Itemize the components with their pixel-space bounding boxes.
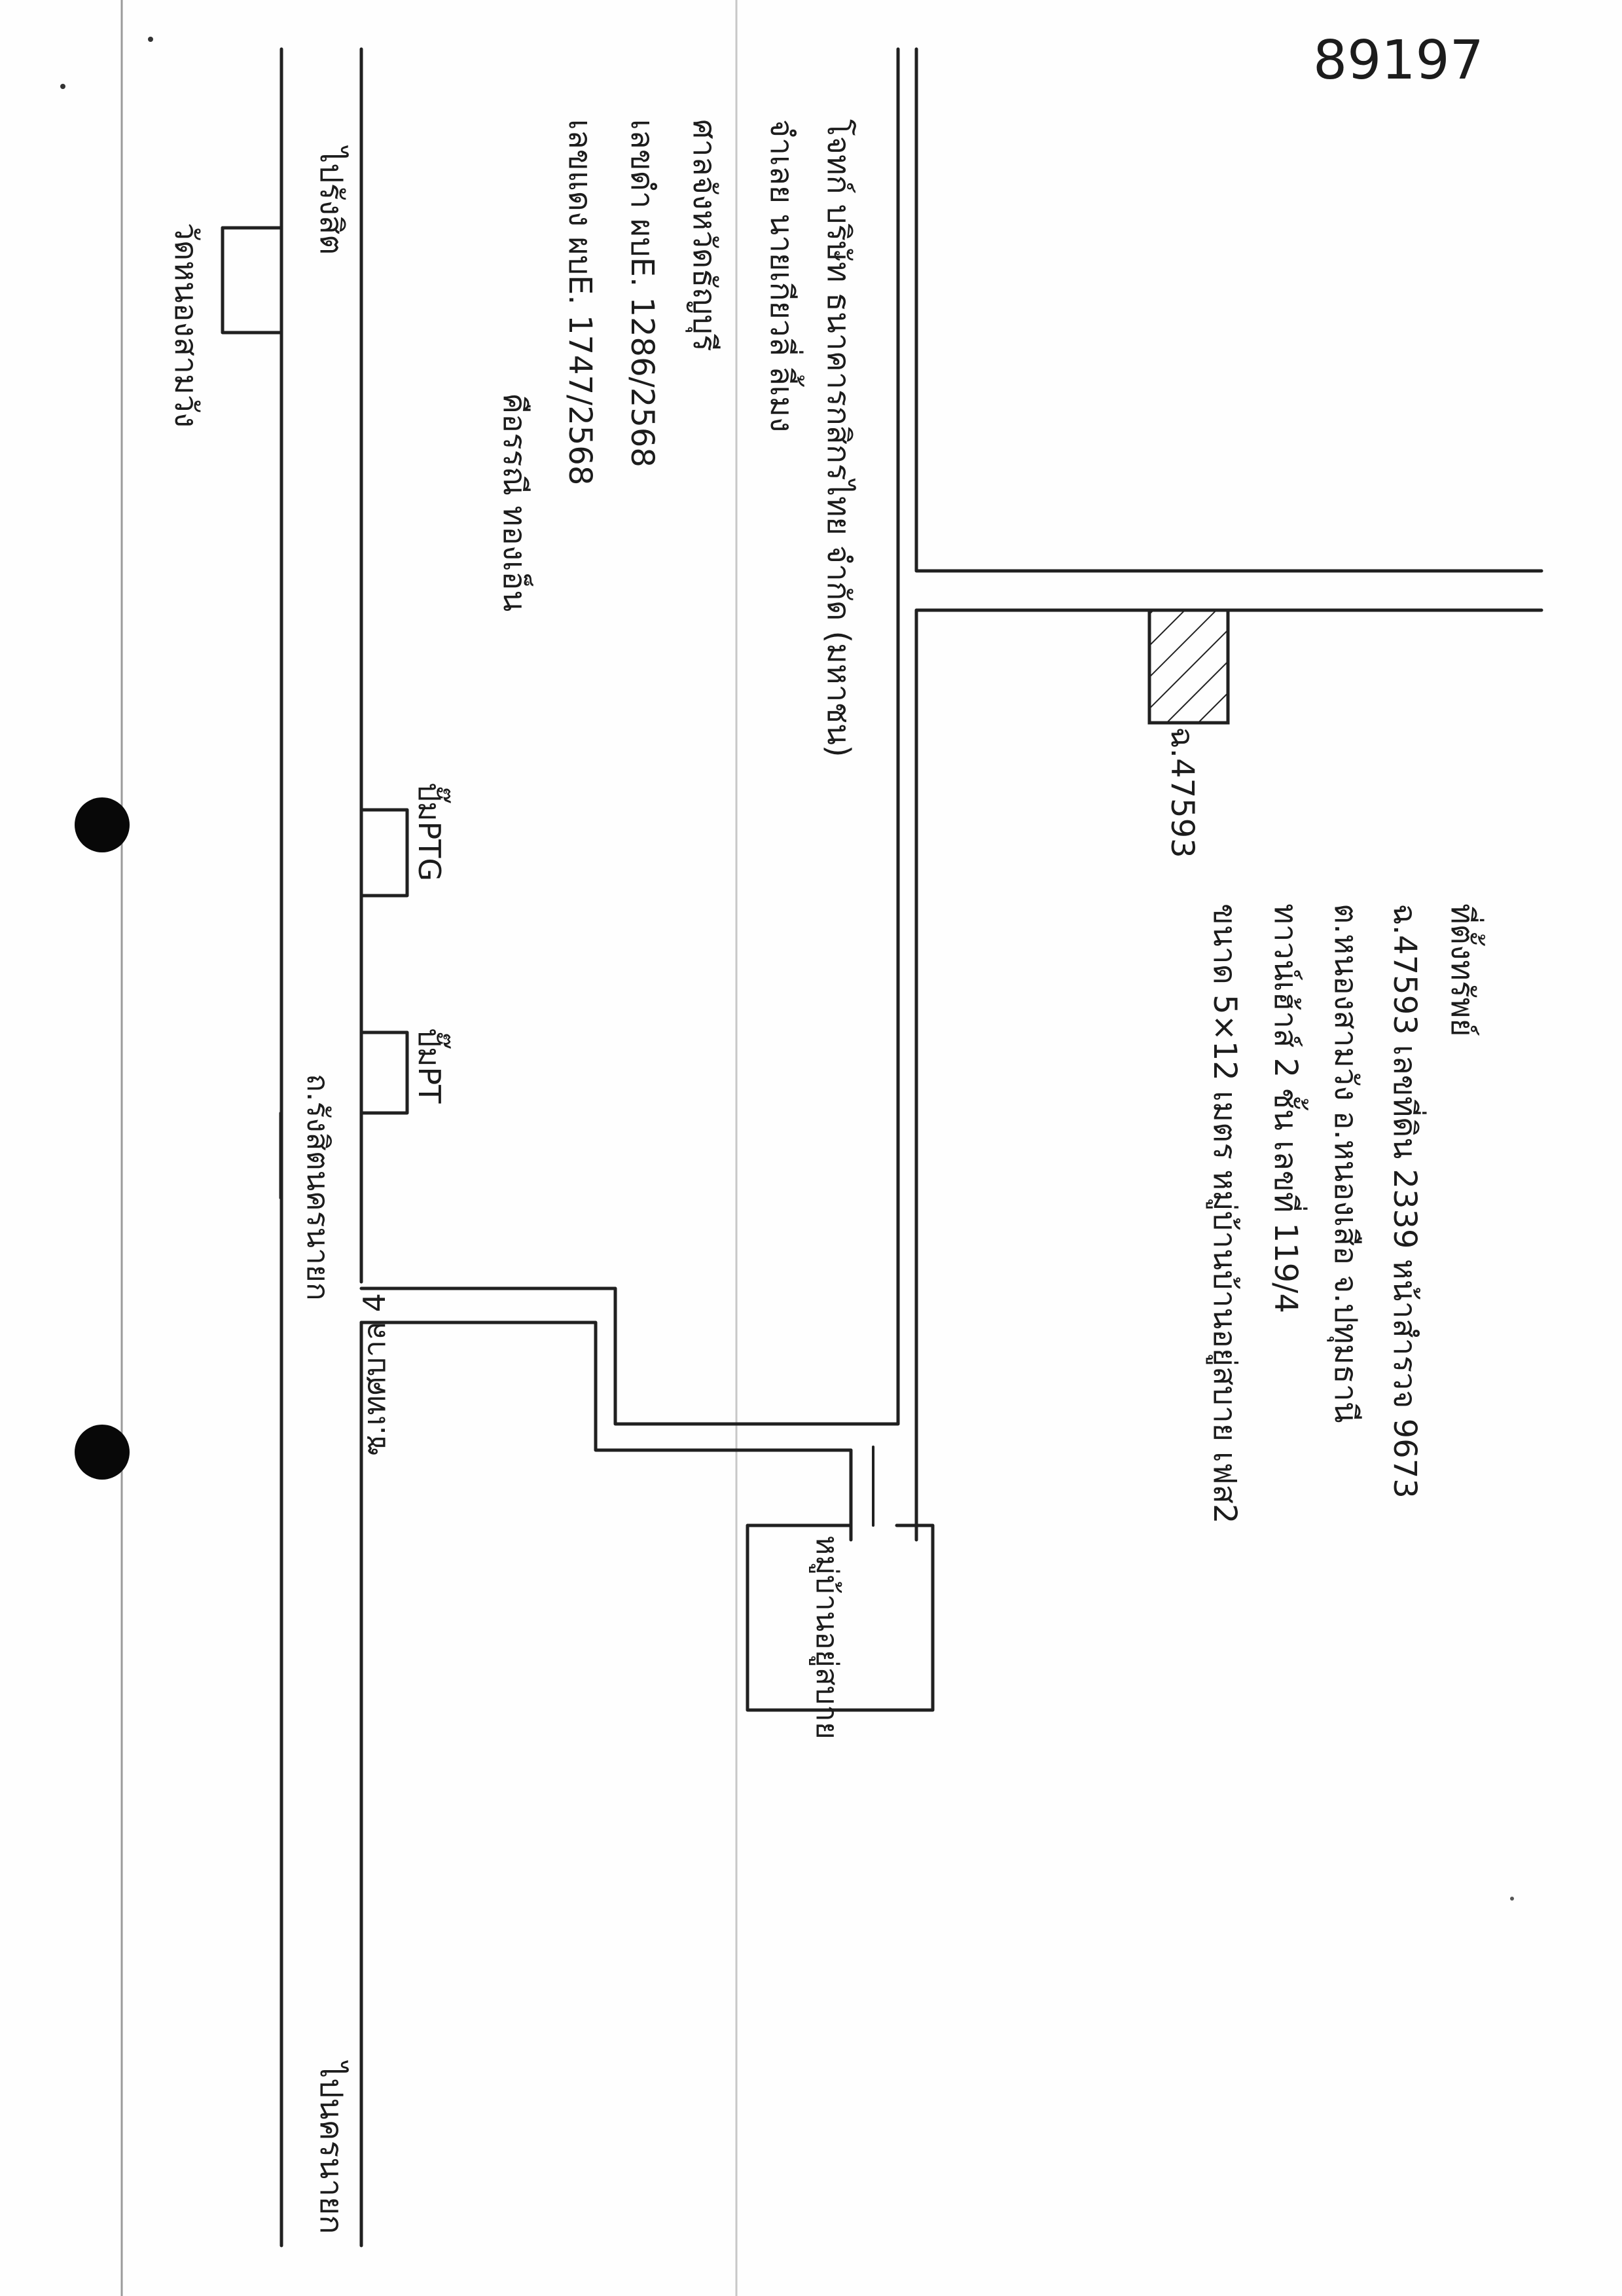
to-north-group: ไปรังสิต — [313, 145, 350, 255]
signature-group: คือรรณี ทองเอ็น — [496, 393, 533, 611]
ptg-pump-label: ปั๊มPTG — [412, 782, 451, 881]
plaintiff-line-3-group: ศาลจังหวัดธัญบุรี — [685, 119, 723, 352]
soi-label: ซ.เทศบาล 4 — [357, 1293, 392, 1455]
scan-speck — [1510, 1897, 1514, 1901]
to-south-group: ไปนครนายก — [313, 2060, 350, 2234]
main-road-label: ถ.รังสิตนครนายก — [300, 1074, 336, 1301]
property-deed: ฉ.47593 เลขที่ดิน 2339 หน้าสำรวจ 9673 — [1386, 903, 1427, 1499]
soi-road-upper-edge — [359, 47, 900, 1426]
property-line-4-group: ทาวน์เฮ้าส์ 2 ชั้น เลขที่ 119/4 — [1267, 903, 1308, 1313]
soi-road-lower-edge — [359, 1321, 853, 1542]
plaintiff-line-2-group: จำเลย นายเกียวลี่ ลี้เมง — [763, 119, 804, 432]
binder-hole-top — [75, 797, 130, 852]
direction-to-nakhon-nayok: ไปนครนายก — [313, 2060, 350, 2234]
property-line-5-group: ขนาด 5×12 เมตร หมู่บ้านบ้านอยู่สบาย เฟส2 — [1206, 903, 1243, 1523]
plot-label: ฉ.47593 — [1164, 727, 1200, 858]
binder-hole-bottom — [75, 1425, 130, 1480]
property-building: ทาวน์เฮ้าส์ 2 ชั้น เลขที่ 119/4 — [1267, 903, 1308, 1313]
soi-label-group: ซ.เทศบาล 4 — [357, 1293, 392, 1455]
property-size: ขนาด 5×12 เมตร หมู่บ้านบ้านอยู่สบาย เฟส2 — [1206, 903, 1243, 1523]
temple-building — [221, 226, 283, 335]
pt-pump-label: ปั๊มPT — [412, 1028, 451, 1104]
temple-label-group: วัดหนองสามวัง — [168, 223, 204, 428]
plaintiff-info-block: โจทก์ บริษัท ธนาคารกสิกรไทย จำกัด (มหาชน… — [820, 119, 857, 757]
red-case-number: เลขแดง ผบE. 1747/2568 — [562, 119, 598, 485]
target-plot-hatched — [1147, 608, 1230, 725]
plaintiff-line-5-group: เลขแดง ผบE. 1747/2568 — [562, 119, 598, 485]
property-line-3-group: ต.หนองสามวัง อ.หนองเสือ จ.ปทุมธานี — [1327, 903, 1364, 1423]
black-case-number: เลขดำ ผบE. 1286/2568 — [624, 119, 660, 467]
ptg-pump-box — [359, 808, 409, 898]
pt-pump-box — [359, 1030, 409, 1115]
property-location: ต.หนองสามวัง อ.หนองเสือ จ.ปทุมธานี — [1327, 903, 1364, 1423]
property-heading: ที่ตั้งทรัพย์ — [1444, 903, 1485, 1036]
inner-road-left-edge — [914, 47, 1543, 573]
direction-to-rangsit: ไปรังสิต — [313, 145, 350, 255]
signature-text: คือรรณี ทองเอ็น — [496, 393, 533, 611]
scan-speck — [60, 84, 65, 89]
plot-label-group: ฉ.47593 — [1164, 727, 1200, 858]
village-label: หมู่บ้านอยู่สบาย — [809, 1535, 845, 1740]
property-line-1-group: ที่ตั้งทรัพย์ — [1444, 903, 1485, 1036]
document-number: 89197 — [1313, 29, 1484, 92]
pump2-label-group: ปั๊มPT — [412, 1028, 451, 1104]
plaintiff-line-4-group: เลขดำ ผบE. 1286/2568 — [624, 119, 660, 467]
scan-speck — [148, 37, 153, 42]
pump1-label-group: ปั๊มPTG — [412, 782, 451, 881]
main-road-label-group: ถ.รังสิตนครนายก — [300, 1074, 336, 1301]
village-label-group: หมู่บ้านอยู่สบาย — [809, 1535, 845, 1740]
court-name: ศาลจังหวัดธัญบุรี — [685, 119, 723, 352]
property-line-2-group: ฉ.47593 เลขที่ดิน 2339 หน้าสำรวจ 9673 — [1386, 903, 1427, 1499]
village-box — [746, 1523, 935, 1712]
plaintiff-line-2: จำเลย นายเกียวลี่ ลี้เมง — [763, 119, 804, 432]
plaintiff-line-1: โจทก์ บริษัท ธนาคารกสิกรไทย จำกัด (มหาชน… — [820, 119, 857, 757]
temple-label: วัดหนองสามวัง — [168, 223, 204, 428]
